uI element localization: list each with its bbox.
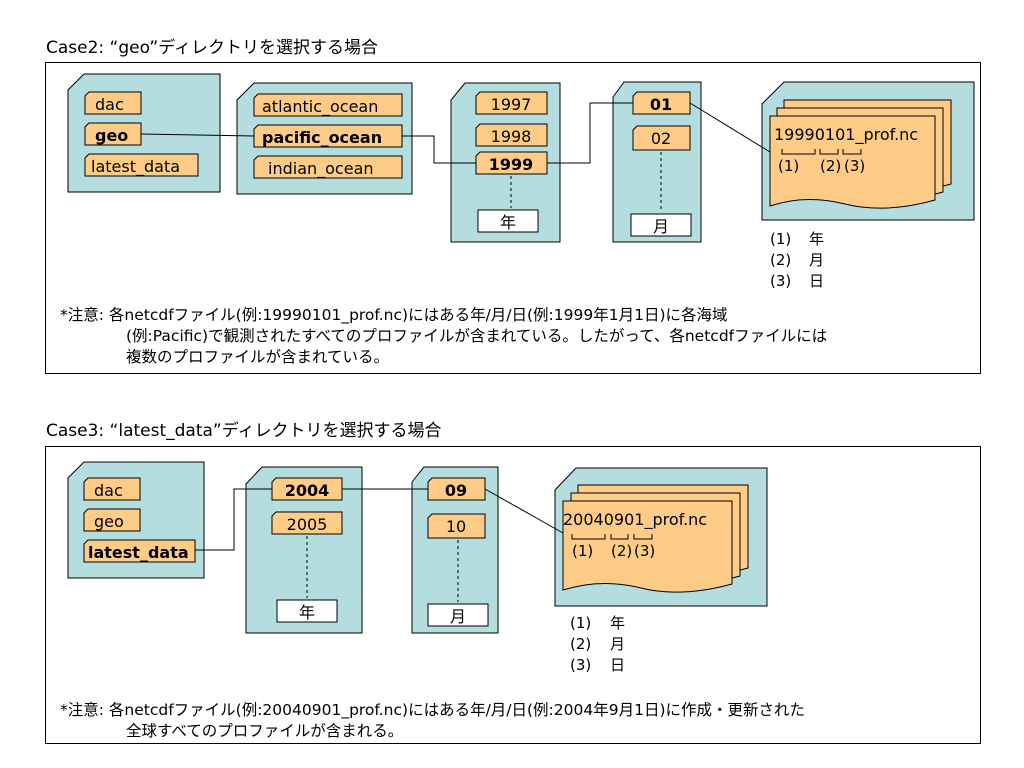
case3-connectors [195, 488, 564, 551]
svg-text:pacific_ocean: pacific_ocean [262, 128, 382, 147]
root-folder-geo[interactable]: geo [84, 122, 142, 146]
file-icon[interactable] [769, 115, 936, 209]
root-folder-geo[interactable]: geo [83, 508, 141, 532]
svg-text:dac: dac [94, 481, 123, 500]
case2-ocean-directory: atlantic_ocean pacific_ocean indian_ocea… [236, 82, 413, 195]
svg-text:01: 01 [650, 95, 672, 114]
ocean-folder-atlantic[interactable]: atlantic_ocean [253, 93, 403, 117]
svg-text:dac: dac [95, 95, 124, 114]
year-label: 年 [500, 213, 516, 232]
year-folder-1999[interactable]: 1999 [475, 151, 548, 175]
svg-text:(3): (3) [770, 272, 791, 290]
svg-text:日: 日 [610, 656, 625, 674]
year-folder-2005[interactable]: 2005 [271, 511, 343, 535]
svg-text:(1): (1) [572, 542, 593, 560]
svg-text:月: 月 [809, 251, 824, 269]
file-icon[interactable] [562, 500, 733, 593]
file-name: 20040901_prof.nc [563, 510, 707, 530]
year-label: 年 [299, 603, 315, 622]
svg-text:geo: geo [95, 126, 128, 145]
svg-text:09: 09 [445, 481, 467, 500]
case3-note: *注意: 各netcdfファイル(例:20040901_prof.nc)にはある… [60, 700, 805, 742]
month-folder-01[interactable]: 01 [632, 91, 691, 115]
svg-text:latest_data: latest_data [88, 543, 189, 562]
year-folder-1998[interactable]: 1998 [475, 123, 548, 147]
file-name: 19990101_prof.nc [774, 125, 918, 145]
svg-text:月: 月 [610, 635, 625, 653]
root-folder-latest-data[interactable]: latest_data [83, 539, 196, 563]
year-label-box [477, 209, 539, 233]
svg-text:(1): (1) [570, 614, 591, 632]
svg-text:日: 日 [809, 272, 824, 290]
case3-note-line-1: *注意: 各netcdfファイル(例:20040901_prof.nc)にはある… [60, 701, 806, 719]
case2-note-line-2: (例:Pacific)で観測されたすべてのプロファイルが含まれている。したがって… [126, 327, 828, 345]
year-folder-2004[interactable]: 2004 [271, 477, 343, 501]
year-folder-1997[interactable]: 1997 [475, 91, 548, 115]
case2-root-directory: dac geo latest_data [67, 73, 221, 193]
case2-heading: Case2: “geo”ディレクトリを選択する場合 [46, 38, 379, 58]
case3-root-directory: dac geo latest_data [67, 461, 205, 579]
svg-text:10: 10 [446, 517, 466, 536]
svg-text:(1): (1) [778, 157, 799, 175]
case3-heading: Case3: “latest_data”ディレクトリを選択する場合 [46, 421, 442, 441]
case2-month-directory: 01 02 月 [612, 81, 702, 243]
root-folder-dac[interactable]: dac [84, 91, 142, 115]
svg-text:(1): (1) [770, 230, 791, 248]
case2-note: *注意: 各netcdfファイル(例:19990101_prof.nc)にはある… [60, 305, 827, 368]
svg-text:latest_data: latest_data [91, 157, 180, 177]
svg-text:geo: geo [94, 512, 124, 531]
case3-year-directory: 2004 2005 年 [245, 466, 363, 634]
ocean-folder-pacific[interactable]: pacific_ocean [253, 124, 403, 148]
svg-text:(2): (2) [611, 542, 632, 560]
svg-text:indian_ocean: indian_ocean [268, 159, 374, 179]
root-folder-latest-data[interactable]: latest_data [84, 153, 199, 177]
case2-note-line-1: *注意: 各netcdfファイル(例:19990101_prof.nc)にはある… [60, 306, 728, 324]
svg-text:年: 年 [809, 230, 824, 248]
year-label-box [276, 599, 338, 623]
month-label: 月 [653, 217, 669, 236]
file-part-brackets [571, 534, 653, 540]
svg-text:(2): (2) [820, 157, 841, 175]
case2-connectors [140, 102, 771, 164]
case3-file-group: 20040901_prof.nc (1) (2) (3) [554, 467, 768, 607]
month-folder-10[interactable]: 10 [427, 513, 486, 539]
svg-text:(3): (3) [570, 656, 591, 674]
case3-diagram: dac geo latest_data 2004 2005 年 [67, 461, 768, 674]
svg-text:atlantic_ocean: atlantic_ocean [262, 97, 378, 117]
svg-text:(2): (2) [770, 251, 791, 269]
root-folder-dac[interactable]: dac [83, 477, 141, 501]
month-folder-09[interactable]: 09 [427, 477, 486, 501]
month-label: 月 [450, 607, 466, 626]
svg-text:(3): (3) [844, 157, 865, 175]
case3-month-directory: 09 10 月 [411, 466, 499, 634]
svg-text:2004: 2004 [285, 481, 330, 500]
file-part-brackets [781, 149, 862, 155]
svg-text:年: 年 [610, 614, 625, 632]
svg-text:1999: 1999 [489, 155, 534, 174]
svg-text:02: 02 [651, 129, 671, 148]
case3-legend: (1) 年 (2) 月 (3) 日 [570, 614, 625, 674]
month-label-box [427, 603, 489, 627]
case2-file-group: 19990101_prof.nc (1) (2) (3) [761, 81, 975, 221]
case2-note-line-3: 複数のプロファイルが含まれている。 [126, 348, 390, 366]
case2-diagram: dac geo latest_data atlantic_ocean pacif… [67, 73, 975, 290]
case3-note-line-2: 全球すべてのプロファイルが含まれる。 [126, 722, 404, 740]
case2-legend: (1) 年 (2) 月 (3) 日 [770, 230, 824, 290]
svg-text:2005: 2005 [287, 515, 328, 534]
svg-text:1998: 1998 [491, 127, 532, 146]
svg-text:(2): (2) [570, 635, 591, 653]
month-label-box [630, 213, 692, 237]
case2-year-directory: 1997 1998 1999 年 [450, 82, 561, 243]
svg-text:1997: 1997 [491, 95, 532, 114]
svg-text:(3): (3) [634, 542, 655, 560]
ocean-folder-indian[interactable]: indian_ocean [253, 155, 403, 179]
month-folder-02[interactable]: 02 [632, 125, 691, 151]
